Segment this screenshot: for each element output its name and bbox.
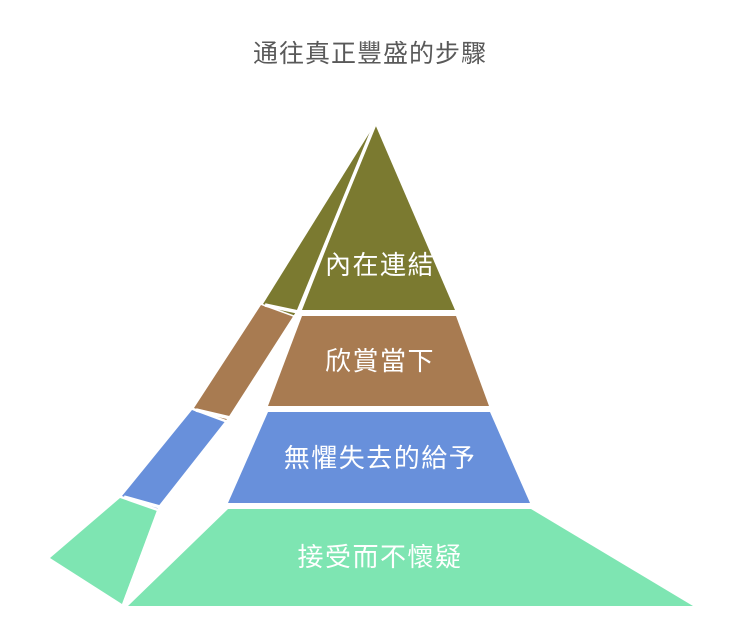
pyramid-level-4[interactable]: 接受而不懷疑 <box>50 498 693 606</box>
pyramid-level-2-front-face <box>268 316 489 406</box>
pyramid-level-4-front-face <box>128 509 693 606</box>
pyramid-level-3-side-face <box>122 410 227 509</box>
pyramid-level-1[interactable]: 內在連結 <box>263 124 455 316</box>
pyramid-level-2[interactable]: 欣賞當下 <box>194 305 489 421</box>
pyramid-level-1-label: 內在連結 <box>325 250 435 280</box>
pyramid-level-3[interactable]: 無懼失去的給予 <box>122 410 530 509</box>
pyramid-left-ridge-edge-4 <box>122 506 162 605</box>
chart-title: 通往真正豐盛的步驟 <box>252 40 487 68</box>
pyramid-level-2-label: 欣賞當下 <box>325 346 435 376</box>
pyramid-level-3-front-face <box>228 412 530 503</box>
pyramid-level-1-side-face <box>263 124 375 316</box>
pyramid-level-1-front-face <box>302 124 455 310</box>
pyramid-level-4-side-face <box>50 498 157 604</box>
pyramid-level-3-label: 無懼失去的給予 <box>284 443 477 473</box>
pyramid-level-2-side-face <box>194 305 294 421</box>
pyramid-level-4-label: 接受而不懷疑 <box>297 542 462 572</box>
